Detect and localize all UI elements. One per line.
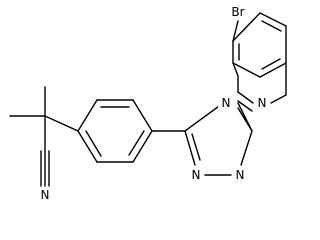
bond-phenyl-cq [44,115,79,132]
bond-benzo-4 [259,62,287,78]
br-atom-label: Br [231,5,244,19]
bond-triazole-6 [237,102,253,132]
bond-benzo-2-inner [261,20,282,32]
bond-br-c [232,20,239,42]
bond-phenyl-1 [132,99,153,132]
n-bridge-label-bg [218,95,234,111]
n-nitrile-atom-label: N [41,188,50,202]
n-pyrazine-atom-label: N [258,96,267,110]
bond-benzo-2 [259,12,287,27]
bond-phenyl-6-inner [128,130,145,156]
n-triazole-left-label-bg [188,167,204,183]
br-label-bg [224,4,252,20]
atom-labels: Br N N N N N [37,4,270,203]
bond-phenyl-4 [77,130,98,163]
bond-benzo-1 [232,12,261,42]
n-triazole-right-label-bg [232,167,248,183]
bond-benzo-4-inner [261,58,281,70]
n-triazole-left-atom-label: N [192,168,201,182]
bond-triazole-4 [240,130,253,166]
bond-pyrazine-3 [237,91,254,104]
bond-phenyl-4-inner [85,130,102,157]
bond-triazole-2-inner [191,133,201,161]
bonds [9,12,287,187]
molecule-structure: Br N N N N N [9,4,287,203]
bond-phenyl-6 [132,130,153,163]
bond-phenyl-3 [77,99,98,132]
bond-pyrazine-3-inner [237,100,253,112]
bond-pyrazine-5 [232,62,239,77]
bond-benzo-5 [232,62,261,78]
bond-triazole-2 [184,130,196,166]
n-triazole-right-atom-label: N [236,168,245,182]
n-bridge-atom-label: N [222,96,231,110]
bond-pyrazine-2 [270,94,287,104]
n-pyrazine-label-bg [254,95,270,111]
n-nitrile-label-bg [37,187,53,203]
